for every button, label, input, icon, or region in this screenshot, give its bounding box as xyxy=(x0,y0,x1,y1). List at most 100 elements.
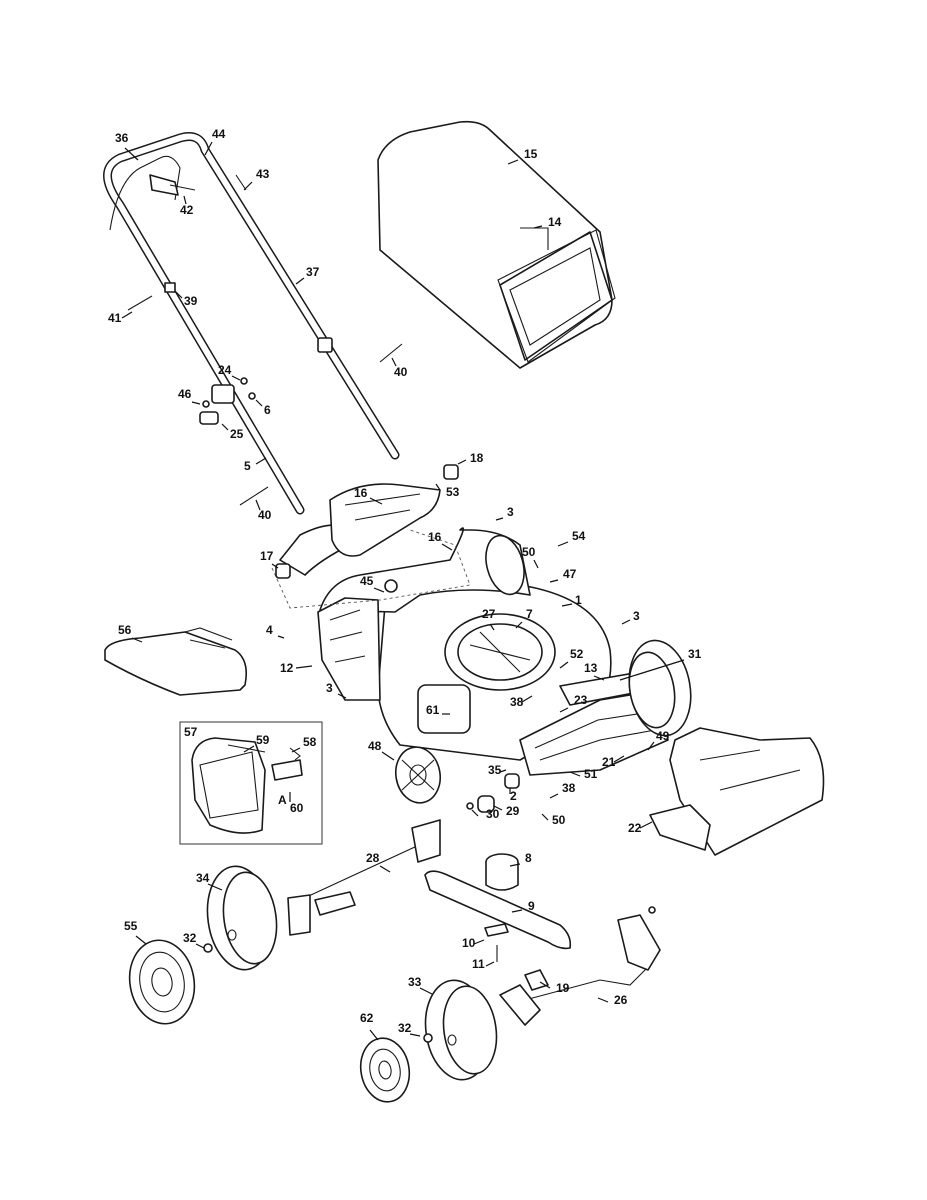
callout-label-44: 44 xyxy=(212,127,226,141)
callout-label-32b: 32 xyxy=(398,1021,412,1035)
callout-label-2: 2 xyxy=(510,789,517,803)
callout-leader-38a xyxy=(521,695,533,703)
callout-leader-50a xyxy=(533,559,539,569)
callout-label-7: 7 xyxy=(526,607,533,621)
callout-label-54: 54 xyxy=(572,529,586,543)
callout-leader-31 xyxy=(619,659,685,681)
callout-label-62: 62 xyxy=(360,1011,374,1025)
callout-leader-59 xyxy=(243,745,255,753)
callout-leader-33 xyxy=(419,987,433,995)
callout-leader-47 xyxy=(549,579,559,583)
callout-label-35: 35 xyxy=(488,763,502,777)
callout-label-16a: 16 xyxy=(354,486,368,500)
callout-label-28: 28 xyxy=(366,851,380,865)
callout-leader-40a xyxy=(391,357,397,367)
callout-label-22: 22 xyxy=(628,821,642,835)
callout-leader-19 xyxy=(539,981,551,989)
callout-leader-21 xyxy=(613,755,625,763)
callout-label-58: 58 xyxy=(303,735,317,749)
callout-label-57: 57 xyxy=(184,725,198,739)
callout-label-36: 36 xyxy=(115,131,129,145)
callout-leader-23 xyxy=(559,707,569,713)
callout-leader-3b xyxy=(621,619,631,625)
callout-leader-58 xyxy=(291,747,301,753)
callout-leader-54 xyxy=(557,541,569,547)
control-bail-part xyxy=(109,155,181,231)
callout-leader-37 xyxy=(295,277,305,285)
callout-leader-36 xyxy=(124,147,139,161)
callout-label-1: 1 xyxy=(575,593,582,607)
callout-leader-42 xyxy=(183,195,187,205)
callout-label-33: 33 xyxy=(408,975,422,989)
callout-leader-9 xyxy=(511,909,523,913)
callout-label-38a: 38 xyxy=(510,695,524,709)
callout-leader-18 xyxy=(457,459,467,465)
grass-bag-part xyxy=(377,120,613,369)
callout-leader-62 xyxy=(369,1029,379,1041)
callout-leader-46 xyxy=(191,401,201,405)
callout-label-55: 55 xyxy=(124,919,138,933)
callout-leader-13 xyxy=(593,675,605,681)
callout-leader-16b xyxy=(441,543,453,551)
callout-leader-51 xyxy=(569,771,581,777)
callout-label-56: 56 xyxy=(118,623,132,637)
callout-label-47: 47 xyxy=(563,567,577,581)
height-adjust-lever-part xyxy=(499,906,661,1026)
callout-leader-45 xyxy=(373,587,385,593)
callout-label-23: 23 xyxy=(574,693,588,707)
callout-label-13: 13 xyxy=(584,661,598,675)
callout-leader-6 xyxy=(255,399,263,407)
callout-leader-26 xyxy=(597,997,609,1003)
rear-wheel-right-part xyxy=(485,534,692,737)
deck-side-bracket-part xyxy=(317,597,381,701)
callout-label-34: 34 xyxy=(196,871,210,885)
callout-label-3c: 3 xyxy=(326,681,333,695)
callout-leader-53 xyxy=(435,483,441,491)
callout-leader-43 xyxy=(243,181,253,191)
callout-leader-34 xyxy=(207,883,223,891)
callout-label-59: 59 xyxy=(256,733,270,747)
callout-leader-56 xyxy=(131,637,143,643)
kit-57-box xyxy=(179,721,323,845)
callout-label-46: 46 xyxy=(178,387,192,401)
callout-label-29: 29 xyxy=(506,804,520,818)
mower-deck-part xyxy=(319,527,612,761)
callout-label-A: A xyxy=(278,793,287,807)
callout-leader-7 xyxy=(515,621,523,629)
callout-label-52: 52 xyxy=(570,647,584,661)
callout-label-37: 37 xyxy=(306,265,320,279)
callout-label-24: 24 xyxy=(218,363,232,377)
callout-label-50b: 50 xyxy=(552,813,566,827)
callout-label-14: 14 xyxy=(548,215,562,229)
callout-leader-11 xyxy=(485,961,495,967)
callout-leader-3c xyxy=(337,693,347,699)
callout-leader-4 xyxy=(277,635,285,639)
handle-upper-part xyxy=(103,132,400,515)
callout-leader-3a xyxy=(495,517,504,521)
callout-label-5: 5 xyxy=(244,459,251,473)
drive-housing-part xyxy=(519,671,669,776)
callout-label-3b: 3 xyxy=(633,609,640,623)
callout-leader-39 xyxy=(175,291,183,299)
callout-leader-25 xyxy=(221,423,229,431)
callout-label-16b: 16 xyxy=(428,530,442,544)
callout-label-9: 9 xyxy=(528,899,535,913)
callout-leader-50b xyxy=(541,813,549,821)
callout-label-4: 4 xyxy=(266,623,273,637)
rear-wheel-48-part xyxy=(394,746,442,804)
callout-label-61: 61 xyxy=(426,703,440,717)
callout-label-49: 49 xyxy=(656,729,670,743)
side-discharge-chute-part xyxy=(104,627,248,696)
callout-label-39: 39 xyxy=(184,294,198,308)
callout-label-45: 45 xyxy=(360,574,374,588)
handle-bolts xyxy=(127,174,403,506)
callout-leader-16a xyxy=(369,497,383,505)
callout-leader-5 xyxy=(255,457,267,465)
callout-label-21: 21 xyxy=(602,755,616,769)
callout-leader-30 xyxy=(471,809,479,817)
callout-label-6: 6 xyxy=(264,403,271,417)
callout-leader-32a xyxy=(195,943,205,949)
callout-leader-38b xyxy=(549,793,559,799)
callout-label-51: 51 xyxy=(584,767,598,781)
callout-leader-28 xyxy=(379,865,391,873)
